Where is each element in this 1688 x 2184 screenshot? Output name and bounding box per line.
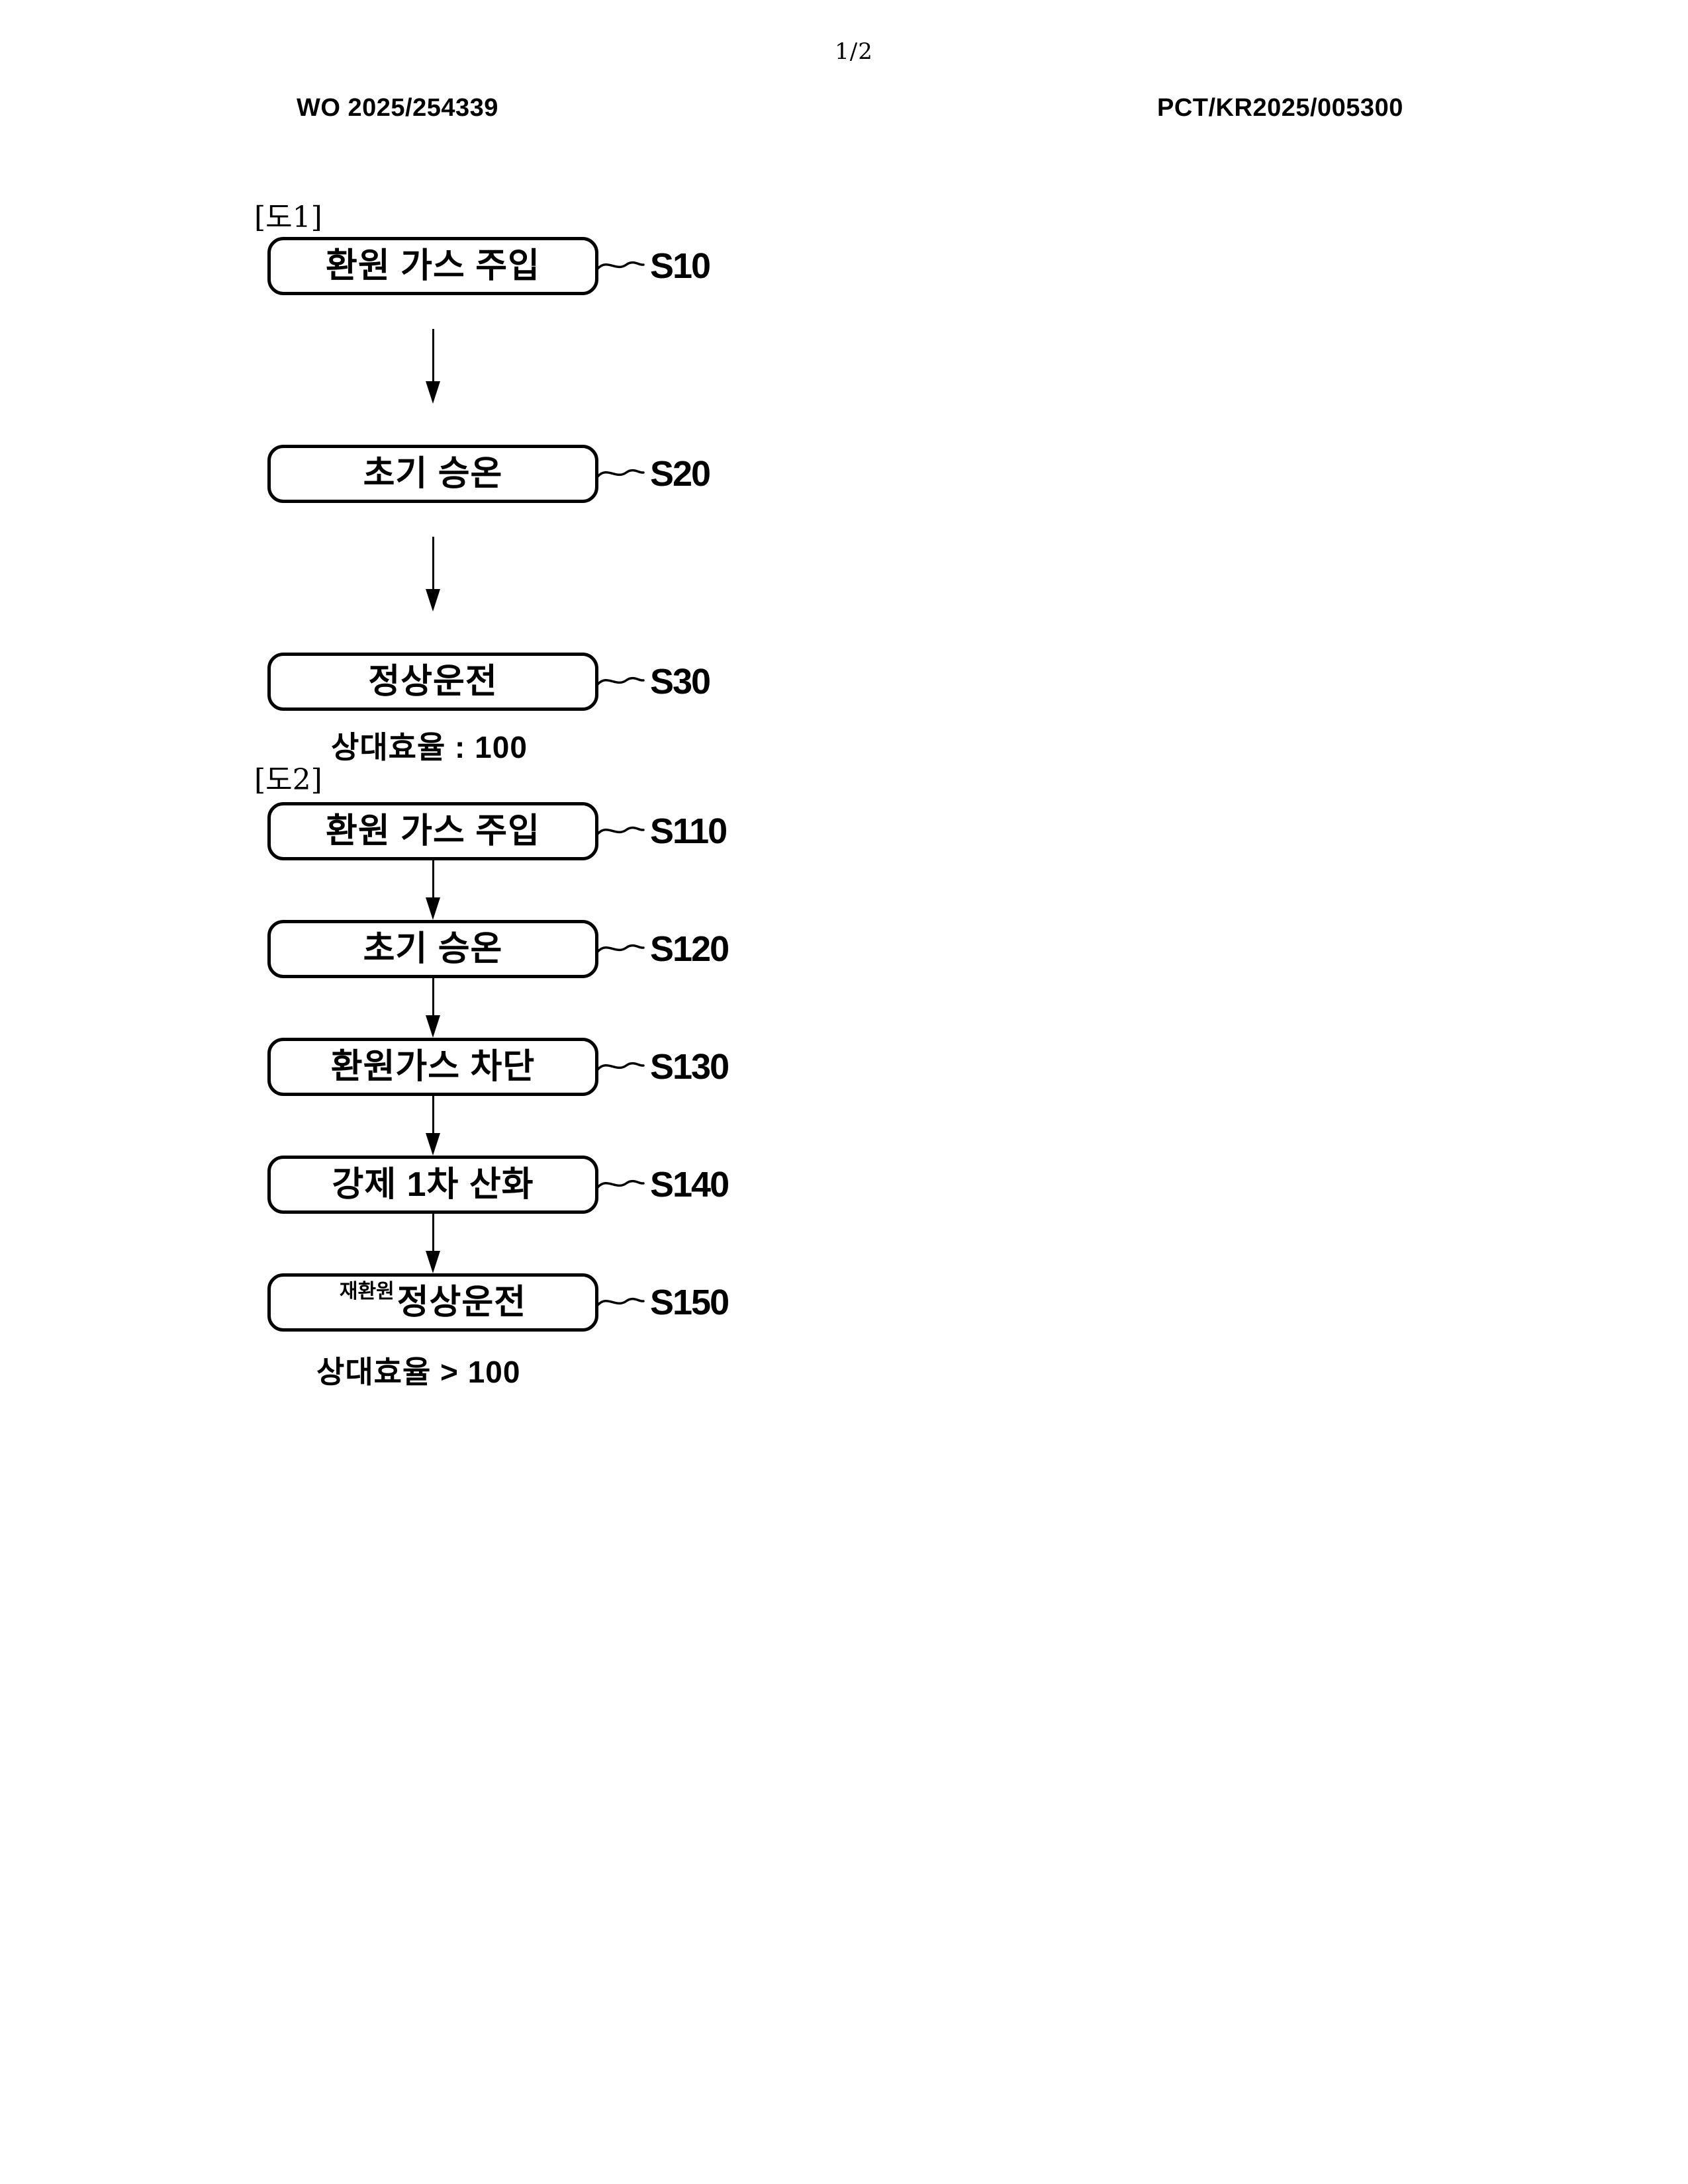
arrow-head-icon (426, 1015, 440, 1038)
sheet-page-number: 1/2 (835, 38, 873, 65)
step-tag-row: S130 (597, 1038, 809, 1096)
step-tag-row: S20 (597, 445, 809, 503)
leader-line (597, 944, 645, 953)
flow-arrow (426, 1096, 440, 1156)
fig2-step-s130: 환원가스 차단 S130 (267, 1038, 729, 1096)
figure1-label: [도1] (254, 201, 322, 234)
process-box-label: 정상운전 (397, 1283, 527, 1322)
arrow-head-icon (426, 1133, 440, 1156)
fig2-step-s140: 강제 1차 산화 S140 (267, 1156, 729, 1214)
arrow-stem (432, 537, 434, 589)
step-tag: S110 (650, 811, 727, 851)
fig2-step-s110: 환원 가스 주입 S110 (267, 802, 727, 860)
process-box: 정상운전 (267, 653, 598, 711)
figure2-note: 상대효율 > 100 (316, 1355, 521, 1389)
process-box: 재환원 정상운전 (267, 1273, 598, 1332)
process-box-label: 환원 가스 주입 (326, 247, 540, 285)
leader-line (597, 676, 645, 686)
step-tag-row: S120 (597, 920, 809, 978)
process-box: 환원가스 차단 (267, 1038, 598, 1096)
leader-line (597, 1297, 645, 1306)
flow-arrow (426, 329, 440, 404)
arrow-stem (432, 329, 434, 381)
step-tag-row: S10 (597, 237, 809, 295)
flow-arrow (426, 860, 440, 920)
step-tag: S130 (650, 1047, 729, 1087)
application-number: PCT/KR2025/005300 (1157, 94, 1403, 122)
arrow-stem (432, 1096, 434, 1133)
step-tag: S10 (650, 246, 711, 286)
process-box: 환원 가스 주입 (267, 802, 598, 860)
arrow-stem (432, 1214, 434, 1251)
process-box: 초기 승온 (267, 920, 598, 978)
leader-line (597, 469, 645, 478)
arrow-head-icon (426, 897, 440, 920)
fig2-step-s150: 재환원 정상운전 S150 (267, 1273, 729, 1332)
process-box: 초기 승온 (267, 445, 598, 503)
leader-line (597, 261, 645, 270)
process-box-label: 초기 승온 (363, 455, 503, 493)
process-box-label: 환원가스 차단 (330, 1048, 536, 1086)
fig1-step-s20: 초기 승온 S20 (267, 445, 711, 503)
flow-arrow (426, 1214, 440, 1273)
process-box: 환원 가스 주입 (267, 237, 598, 295)
leader-line (597, 1062, 645, 1071)
flow-arrow (426, 978, 440, 1038)
arrow-stem (432, 978, 434, 1015)
process-box-label: 강제 1차 산화 (332, 1165, 534, 1204)
step-tag-row: S140 (597, 1156, 809, 1214)
publication-number: WO 2025/254339 (297, 94, 498, 122)
process-box: 강제 1차 산화 (267, 1156, 598, 1214)
arrow-head-icon (426, 589, 440, 612)
process-box-prefix: 재환원 (339, 1281, 395, 1302)
fig2-step-s120: 초기 승온 S120 (267, 920, 729, 978)
arrow-head-icon (426, 1251, 440, 1273)
process-box-label: 정상운전 (368, 662, 498, 701)
leader-line (597, 1179, 645, 1189)
step-tag: S20 (650, 454, 711, 494)
fig1-step-s30: 정상운전 S30 (267, 653, 711, 711)
step-tag-row: S30 (597, 653, 809, 711)
step-tag: S140 (650, 1165, 729, 1205)
step-tag-row: S110 (597, 802, 809, 860)
arrow-stem (432, 860, 434, 897)
step-tag: S30 (650, 662, 711, 702)
flow-arrow (426, 537, 440, 612)
figure2-label: [도2] (254, 763, 322, 797)
fig1-step-s10: 환원 가스 주입 S10 (267, 237, 711, 295)
step-tag: S150 (650, 1283, 729, 1322)
leader-line (597, 826, 645, 835)
process-box-label: 초기 승온 (363, 930, 503, 968)
step-tag: S120 (650, 929, 729, 969)
step-tag-row: S150 (597, 1273, 809, 1332)
process-box-label: 환원 가스 주입 (326, 812, 540, 850)
figure1-note: 상대효율 : 100 (331, 730, 528, 764)
arrow-head-icon (426, 381, 440, 404)
